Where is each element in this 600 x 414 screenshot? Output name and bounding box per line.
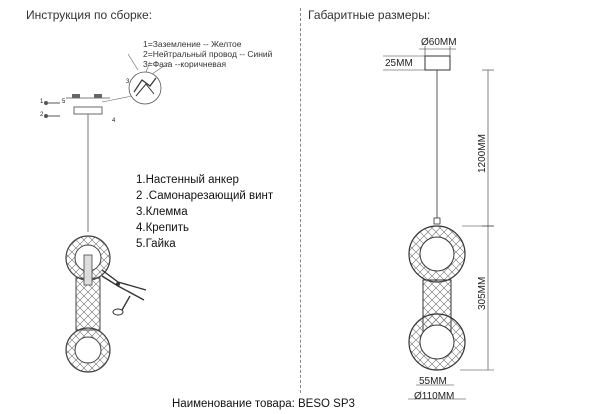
product-name: Наименование товара: BESO SP3 [172,398,355,410]
step-2: 2 .Самонарезающий винт [136,190,274,202]
dimensions-heading: Габаритные размеры: [308,8,431,22]
dim-canopy-height: 25MM [385,58,413,69]
terminal-detail-icon [101,53,171,105]
step-4: 4.Крепить [136,222,189,234]
dim-neck-width: 55MM [419,376,447,387]
canopy-outline [383,46,456,71]
wiring-legend-3: 3=Фаза --коричневая [143,59,227,69]
pendant-lamp-drawing [65,235,111,373]
screw-anchor-icon [44,101,60,118]
dim-ring-diameter: Ø110MM [414,391,455,402]
callout-3: 3 [126,79,130,85]
dim-canopy-diameter: Ø60MM [421,37,457,48]
wiring-legend-1: 1=Заземление -- Желтое [143,39,242,49]
callout-1: 1 [40,99,44,105]
step-3: 3.Клемма [136,206,188,218]
assembly-heading: Инструкция по сборке: [26,8,153,22]
step-1: 1.Настенный анкер [136,174,239,186]
ceiling-canopy-plate [66,94,110,115]
callout-5: 5 [62,99,66,105]
pliers-icon [101,269,147,316]
pendant-dimension-outline [408,225,466,371]
callout-4: 4 [112,118,116,124]
step-5: 5.Гайка [136,238,176,250]
callout-2: 2 [40,112,44,118]
dimension-lines [408,69,494,400]
wiring-legend-2: 2=Нейтральный провод -- Синий [143,49,273,59]
section-divider [300,8,301,393]
